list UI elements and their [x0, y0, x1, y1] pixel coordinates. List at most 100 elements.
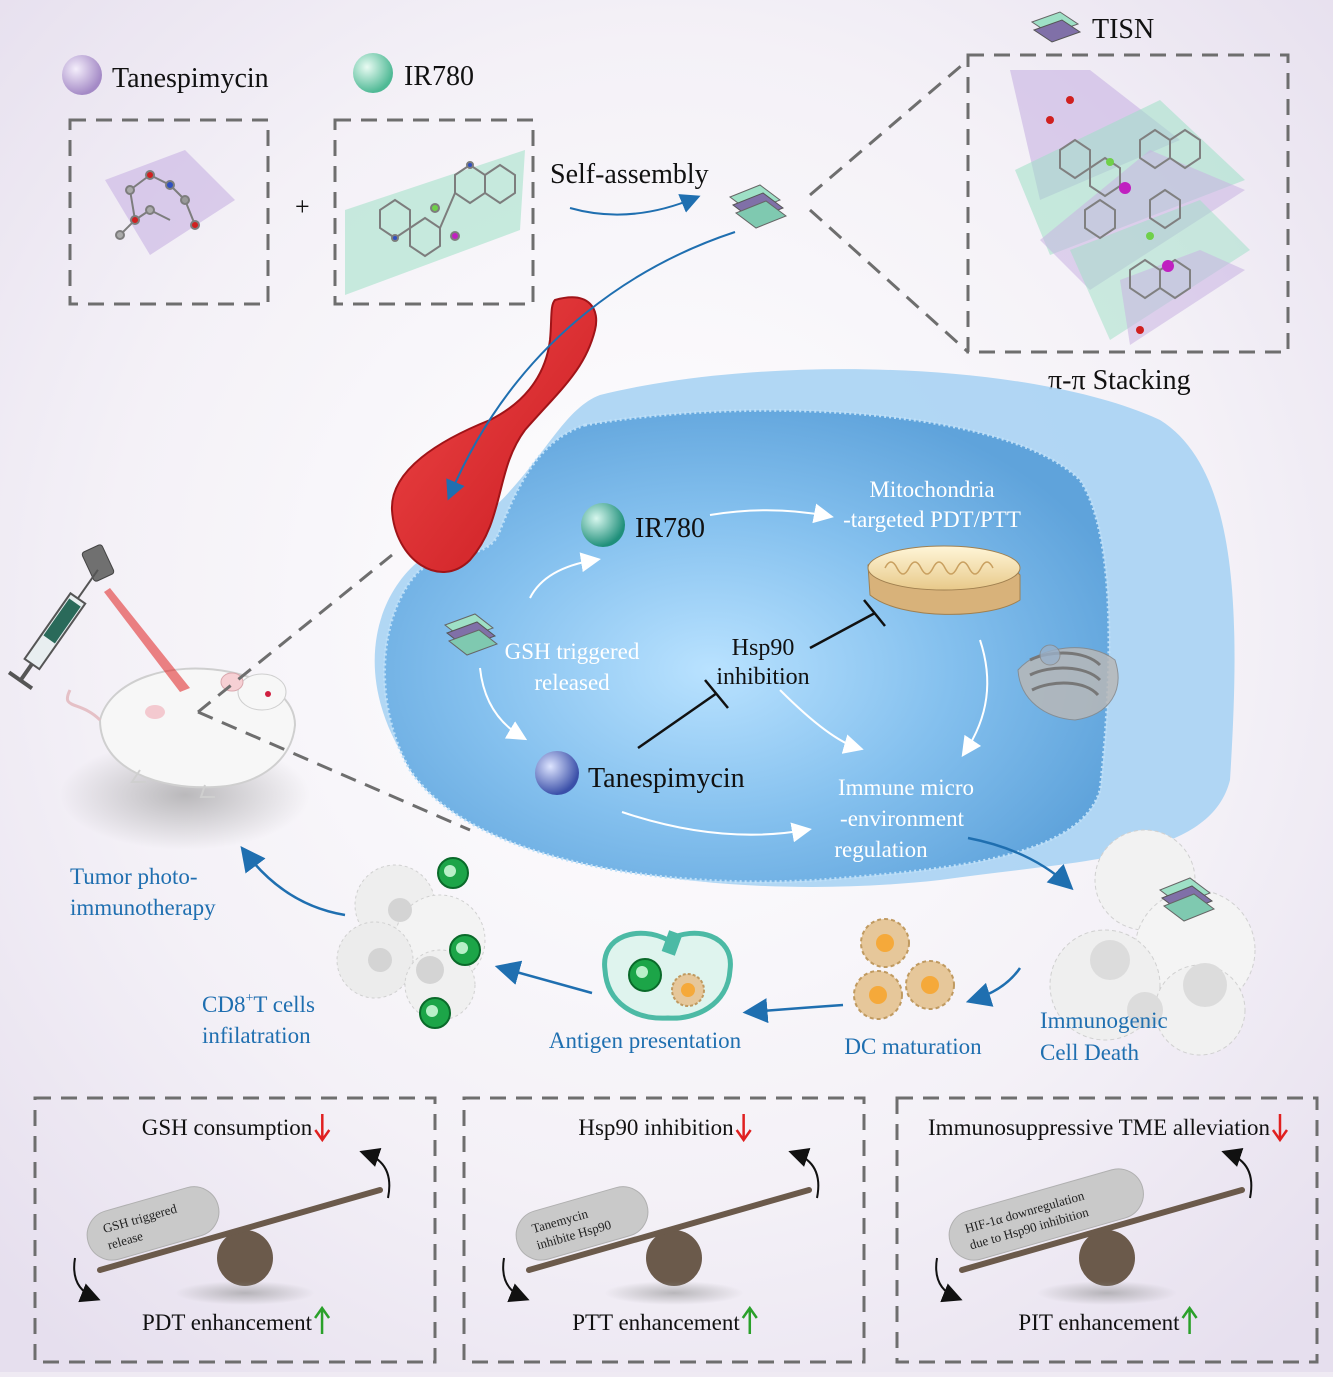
- legend-tanespimycin: Tanespimycin: [112, 63, 269, 94]
- dying-tumor-cells-icon: [1049, 829, 1256, 1056]
- panel-top-text: GSH consumption: [142, 1115, 313, 1140]
- circulation-arrow: [446, 231, 736, 501]
- capsule-shape: [86, 1186, 220, 1261]
- cd8-label-line2: infilatration: [202, 1023, 311, 1048]
- cd8-t-cells-icon: [419, 857, 481, 1029]
- panel-bottom-text: PTT enhancement: [572, 1310, 740, 1335]
- syringe-icon: [7, 569, 99, 691]
- rotate-arrow-up-icon: [1221, 1147, 1253, 1199]
- arrow-immune-to-icd: [967, 836, 1074, 891]
- mito-label-line2: -targeted PDT/PTT: [843, 507, 1021, 532]
- mouse-zoom-line-top: [197, 553, 393, 714]
- hsp-label-line1: Hsp90: [732, 635, 795, 661]
- mito-label-line1: Mitochondria: [869, 477, 994, 502]
- rotate-arrow-up-icon: [359, 1147, 391, 1199]
- arrow-hsp-to-immune: [779, 689, 864, 754]
- panel-top-text: Hsp90 inhibition: [578, 1115, 734, 1140]
- balance-panel-3: Immunosuppressive TME alleviationHIF-1α …: [895, 1096, 1319, 1364]
- immune-label-line1: Immune micro: [838, 775, 974, 800]
- cd8-label-sup: +: [245, 991, 253, 1006]
- inhibition-tanespimycin-hsp: [637, 679, 729, 750]
- ir780-molecule-icon: [379, 161, 516, 258]
- antigen-label: Antigen presentation: [549, 1028, 742, 1053]
- arrow-antigen-to-cd8: [494, 960, 593, 995]
- arrow-cd8-to-therapy: [240, 846, 346, 917]
- arrow-mito-to-immune: [961, 639, 989, 757]
- self-assembly-label: Self-assembly: [550, 159, 709, 190]
- panel-border: [33, 1096, 437, 1364]
- tanespimycin-molecule-icon: [115, 170, 200, 240]
- legend-tisn: TISN: [1092, 14, 1154, 45]
- hsp-label-line2: inhibition: [716, 664, 809, 690]
- cell-ir780-label: IR780: [635, 513, 705, 544]
- tisn-in-cell-icon: [443, 613, 499, 656]
- rotate-arrow-down-icon: [502, 1257, 530, 1303]
- icd-label-line2: Cell Death: [1040, 1040, 1139, 1065]
- ir780-sphere-icon: [353, 53, 393, 93]
- ir780-plane: [345, 150, 525, 295]
- fulcrum-icon: [646, 1230, 702, 1286]
- immune-label-line2: -environment: [840, 806, 965, 831]
- panel-border: [895, 1096, 1319, 1364]
- self-assembly-arrow: [569, 194, 701, 216]
- capsule-shape: [948, 1168, 1144, 1261]
- up-arrow-head: [314, 1305, 331, 1319]
- cd8-label-line1: CD8+T cells: [202, 991, 315, 1017]
- zoom-line-bottom: [808, 208, 970, 354]
- stacking-label: π-π Stacking: [1048, 365, 1191, 396]
- fulcrum-shadow: [1037, 1281, 1177, 1305]
- down-arrow-head: [314, 1129, 331, 1143]
- tisn-nanoparticle-icon: [728, 184, 788, 229]
- balance-beam: [959, 1187, 1245, 1273]
- fulcrum-icon: [1079, 1230, 1135, 1286]
- stacking-box: [966, 53, 1290, 354]
- tisn-legend-icon: [1030, 11, 1082, 43]
- panel-top-text: Immunosuppressive TME alleviation: [928, 1115, 1270, 1140]
- arrow-release-to-tanespimycin: [479, 667, 528, 741]
- inhibition-hsp-mito: [809, 599, 886, 650]
- tumor-therapy-line1: Tumor photo-: [70, 864, 198, 889]
- dendritic-cells-icon: [853, 918, 955, 1020]
- cell-tanespimycin-label: Tanespimycin: [588, 763, 745, 794]
- tanespimycin-plane: [105, 150, 235, 255]
- up-arrow-head: [1181, 1305, 1198, 1319]
- legend-ir780: IR780: [404, 61, 474, 92]
- stacked-molecules-icon: [1046, 96, 1201, 334]
- capsule-shape: [515, 1186, 649, 1261]
- fulcrum-icon: [217, 1230, 273, 1286]
- tanespimycin-box: [68, 118, 270, 306]
- arrow-release-to-ir780: [529, 552, 601, 599]
- tumor-therapy-line2: immunotherapy: [70, 895, 216, 920]
- icd-label-line1: Immunogenic: [1040, 1008, 1168, 1033]
- blood-vessel: [390, 296, 598, 573]
- balance-beam: [526, 1187, 812, 1273]
- arrow-tanespimycin-to-immune: [621, 811, 812, 843]
- rotate-arrow-down-icon: [73, 1257, 101, 1303]
- arrow-ir780-to-mito: [709, 503, 834, 524]
- immune-label-line3: regulation: [834, 837, 928, 862]
- arrow-icd-to-dc: [965, 967, 1022, 1007]
- tumor-cell-cluster-icon: [336, 864, 486, 1021]
- panel-bottom-text: PDT enhancement: [142, 1310, 313, 1335]
- laser-icon: [81, 544, 190, 692]
- fulcrum-shadow: [175, 1281, 315, 1305]
- zoom-line-top: [809, 58, 969, 197]
- up-arrow-head: [741, 1305, 758, 1319]
- down-arrow-head: [735, 1129, 752, 1143]
- gsh-label-line2: released: [534, 670, 610, 695]
- antigen-presentation-icon: [602, 930, 733, 1021]
- fulcrum-shadow: [604, 1281, 744, 1305]
- panel-border: [462, 1096, 866, 1364]
- balance-beam: [97, 1187, 383, 1273]
- golgi-apparatus-icon: [1017, 644, 1119, 721]
- tanespimycin-sphere-icon: [62, 55, 102, 95]
- mouse-icon: [65, 667, 297, 798]
- rotate-arrow-down-icon: [935, 1257, 963, 1303]
- rotate-arrow-up-icon: [788, 1147, 820, 1199]
